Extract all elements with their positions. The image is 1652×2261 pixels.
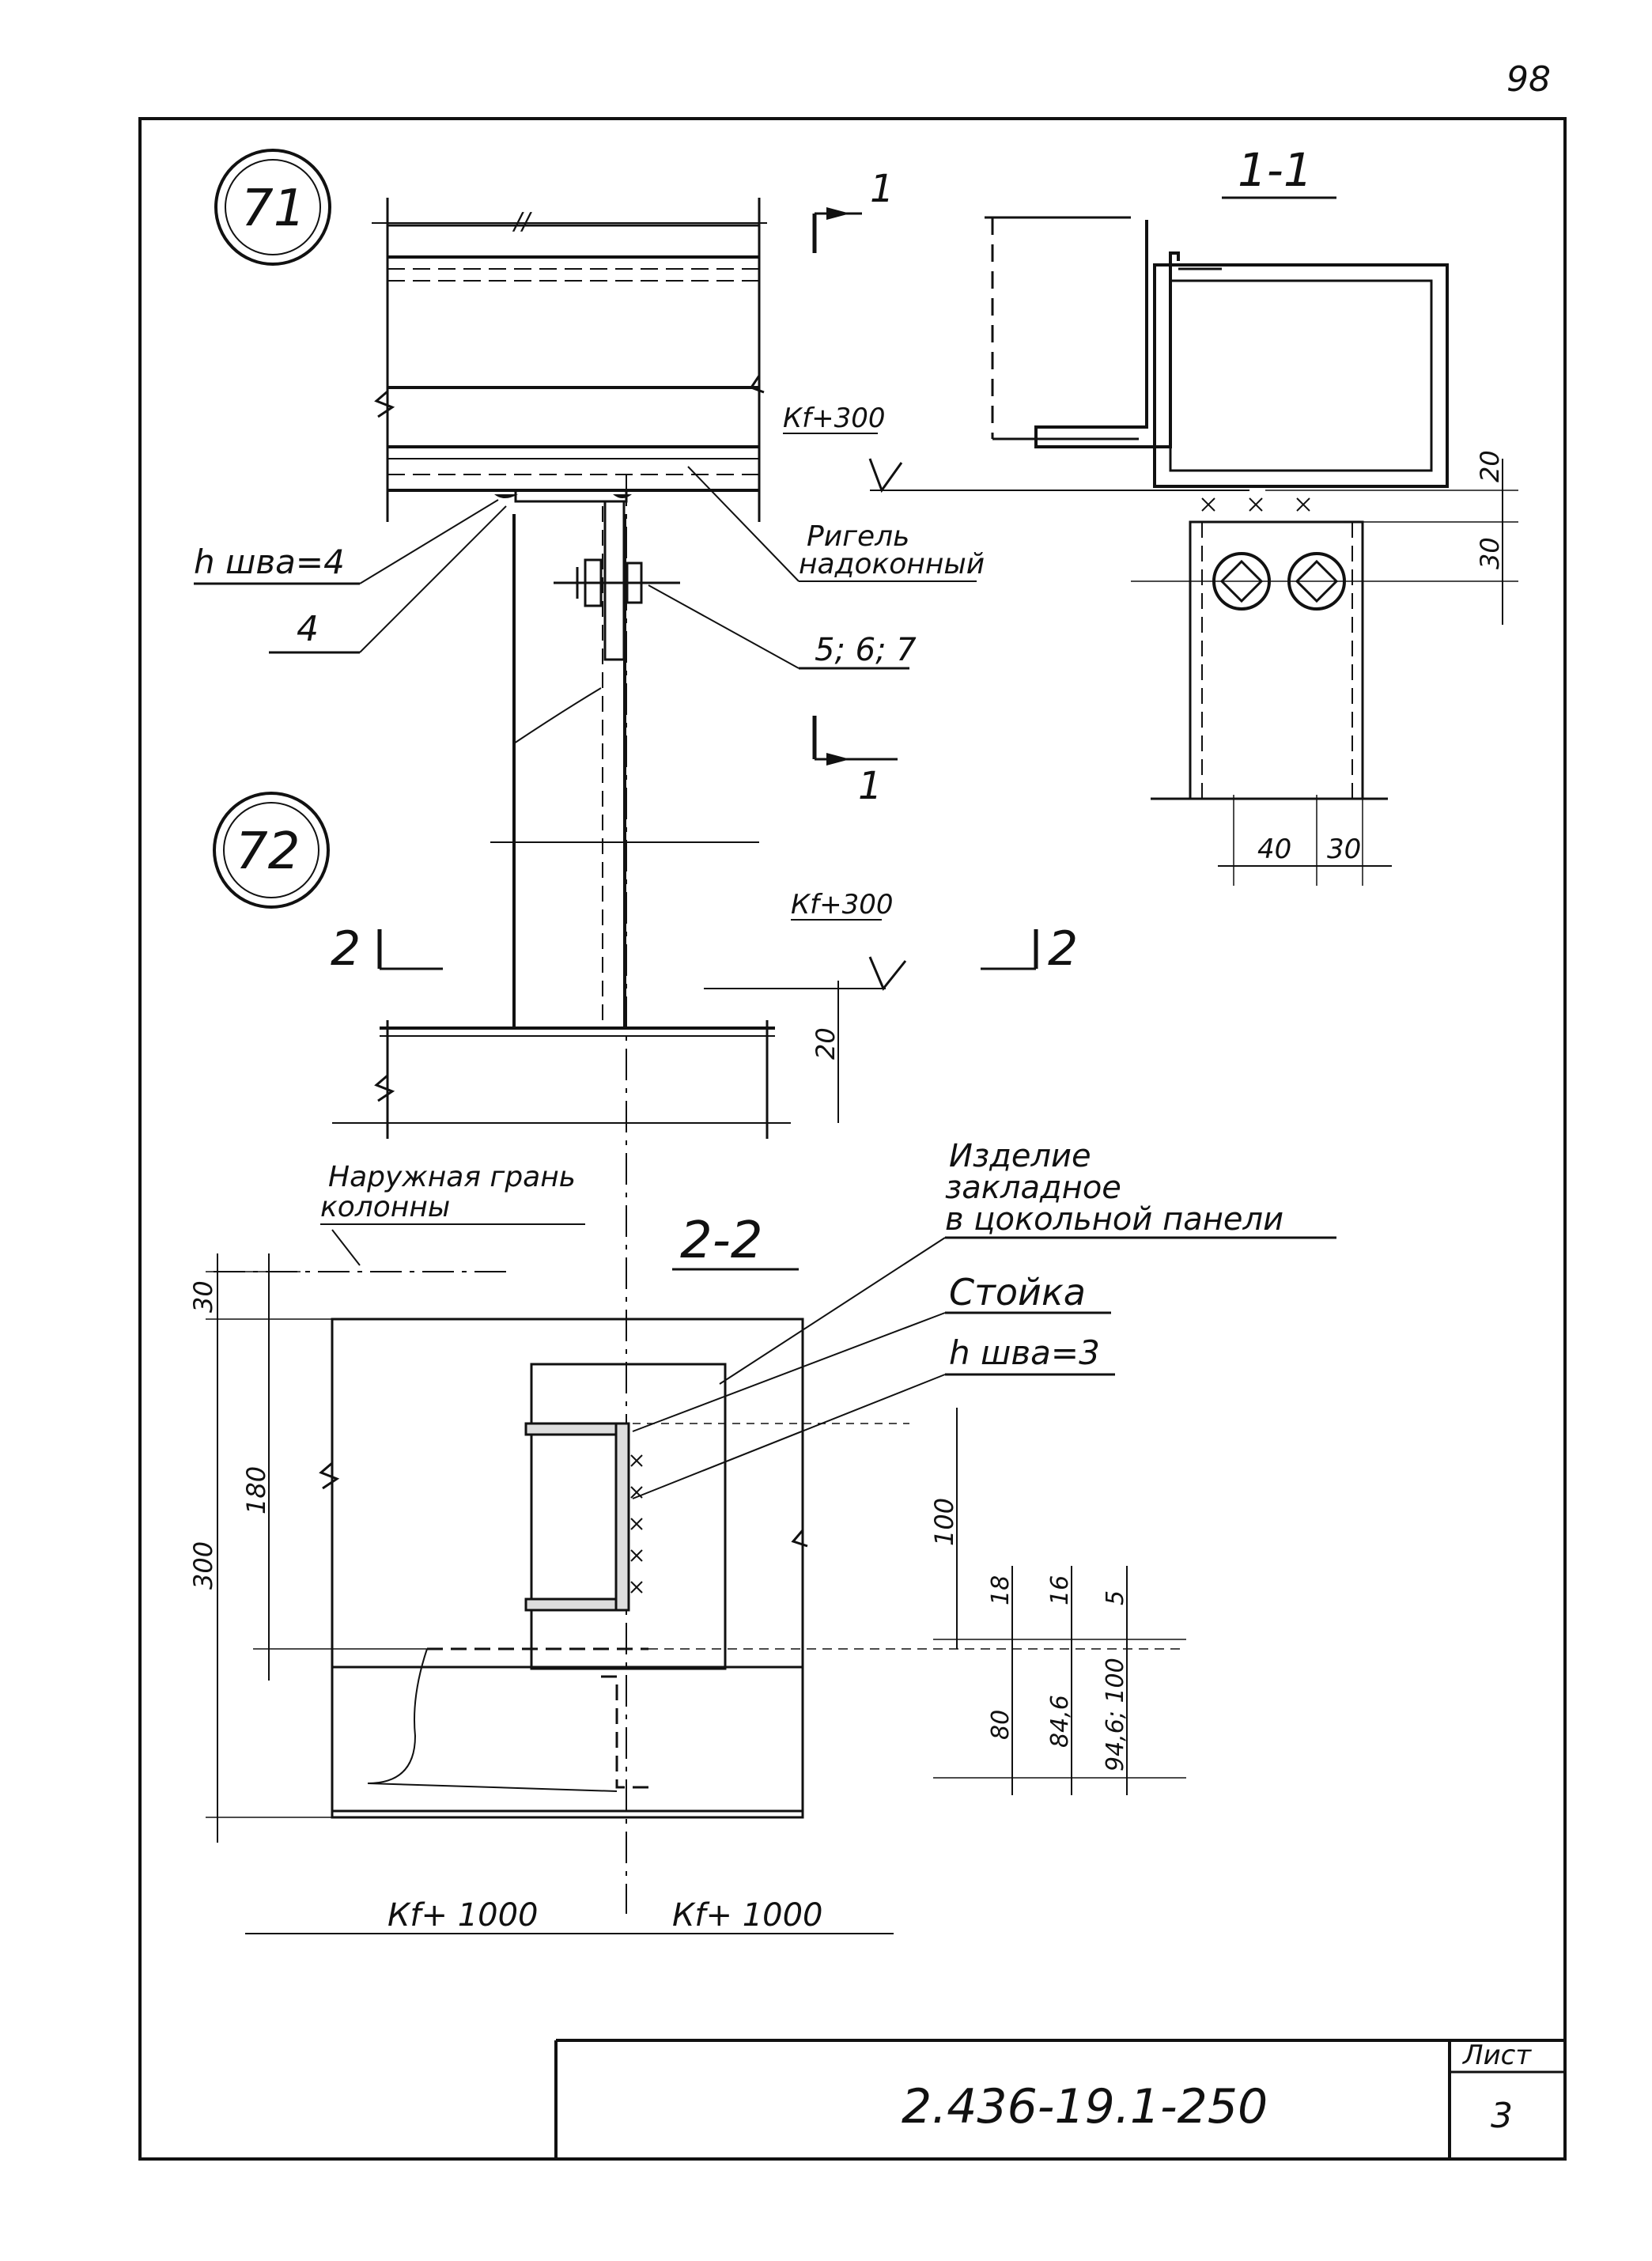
dim-94-22: 94,6; 100: [1102, 1658, 1129, 1771]
weld-fillet-right: [613, 494, 632, 498]
dim-30b-section11: 30: [1327, 834, 1361, 865]
label-embed-line2: закладное: [945, 1170, 1121, 1206]
sheet-label: Лист: [1461, 2040, 1532, 2071]
bolt-assembly: [554, 558, 680, 607]
section-2-2: 2-2 Наружная грань колонны Изделие закла…: [188, 1138, 1336, 1934]
post-column-71: [512, 506, 626, 1028]
level-right-22: Кf+ 1000: [672, 1897, 823, 1934]
section-2-2-title: 2-2: [680, 1212, 763, 1270]
rail-beam: [374, 198, 765, 522]
dim-30-22: 30: [188, 1280, 218, 1313]
label-outer-face-line2: колонны: [320, 1191, 450, 1223]
dim-16-22: 16: [1046, 1575, 1074, 1605]
channel-top-flange: [524, 1422, 629, 1436]
node-72-level: Кf+300: [791, 889, 894, 921]
weld-label-71: h шва=4: [194, 543, 345, 581]
node-72-marker: 72: [236, 822, 300, 881]
dim-20-node72: 20: [811, 1027, 841, 1060]
connection-angle: [514, 489, 628, 503]
section-mark-1-bottom: 1: [858, 764, 883, 808]
channel-web: [614, 1422, 630, 1612]
node-71-marker-circle: [214, 149, 331, 266]
weld-fillet-left: [494, 494, 518, 498]
section-mark-2-left: 2: [331, 921, 361, 977]
document-code: 2.436-19.1-250: [902, 2079, 1268, 2134]
drawing-frame: [138, 117, 1567, 2161]
part-ref-4: 4: [297, 609, 319, 649]
section-1-1-title: 1-1: [1238, 143, 1313, 197]
embedded-plate: [530, 1363, 727, 1670]
dim-18-22: 18: [987, 1575, 1015, 1605]
node-72-marker-circle: [213, 792, 330, 909]
section-1-1: 1-1 20 30 40 30: [985, 143, 1518, 886]
level-left-22: Кf+ 1000: [387, 1897, 539, 1934]
bolt-refs: 5; 6; 7: [815, 632, 917, 668]
sheet-number: 3: [1491, 2096, 1513, 2136]
connection-plate: [603, 500, 626, 661]
rail-label-line1: Ригель: [807, 520, 909, 553]
label-outer-face-line1: Наружная грань: [328, 1161, 576, 1193]
dim-80-22: 80: [987, 1710, 1015, 1740]
dim-5-22: 5: [1102, 1590, 1129, 1605]
dim-20-section11: 20: [1475, 450, 1505, 482]
node-72: 72 Кf+300 20 2 2: [213, 792, 1078, 1139]
channel-bottom-flange: [524, 1597, 629, 1612]
node-71: 71 ∕∕: [194, 149, 1249, 1914]
dim-40-section11: 40: [1257, 834, 1291, 865]
dim-30-section11: 30: [1475, 537, 1505, 569]
label-weld-22: h шва=3: [949, 1333, 1100, 1372]
label-embed-line1: Изделие: [949, 1138, 1091, 1174]
dim-180-22: 180: [241, 1466, 271, 1514]
title-block: 2.436-19.1-250 Лист 3: [554, 2039, 1565, 2159]
rail-label-line2: надоконный: [799, 548, 985, 580]
page-number: 98: [1506, 59, 1551, 100]
label-embed-line3: в цокольной панели: [945, 1201, 1283, 1238]
dim-100-22: 100: [929, 1498, 959, 1546]
dim-84-22: 84,6: [1046, 1695, 1074, 1748]
dim-300-22: 300: [188, 1541, 218, 1590]
top-break-mark: ∕∕: [512, 208, 532, 236]
section-mark-1-top: 1: [870, 167, 894, 211]
node-71-level: Кf+300: [783, 403, 886, 434]
panel-outline: [331, 1318, 804, 1819]
node-71-marker: 71: [241, 180, 305, 238]
label-post: Стойка: [949, 1271, 1086, 1314]
section-mark-2-right: 2: [1048, 921, 1078, 977]
rail-tube: [1153, 263, 1449, 488]
